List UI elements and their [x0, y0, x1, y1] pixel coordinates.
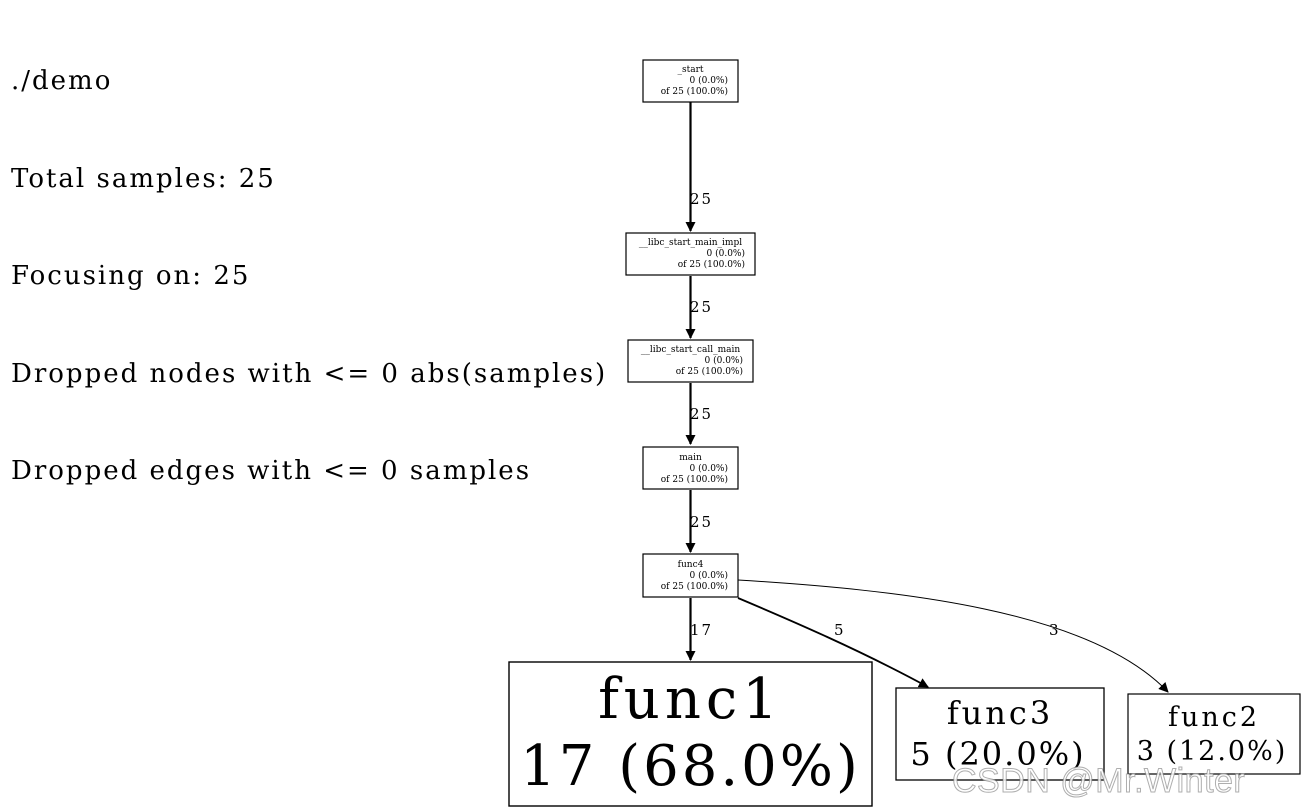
node-func4: func4 0 (0.0%) of 25 (100.0%): [642, 553, 739, 598]
node-cum: of 25 (100.0%): [678, 259, 745, 270]
node-flat: 0 (0.0%): [707, 248, 745, 259]
node-name: func3: [947, 694, 1053, 732]
total-samples: Total samples: 25: [11, 163, 276, 194]
node-name: _start: [677, 65, 703, 75]
edge-label: 25: [690, 405, 713, 423]
node-name: func2: [1168, 702, 1260, 733]
edge-label: 25: [690, 513, 713, 531]
dropped-edges-note: Dropped edges with <= 0 samples: [11, 456, 532, 486]
node-flat: 0 (0.0%): [690, 463, 728, 474]
node-name: func4: [678, 560, 704, 570]
node-name: __libc_start_main_impl: [639, 238, 742, 248]
edge-start-to-libc-impl: 25: [685, 102, 713, 232]
node-libc-start-call-main: __libc_start_call_main 0 (0.0%) of 25 (1…: [627, 339, 754, 383]
dropped-nodes-note: Dropped nodes with <= 0 abs(samples): [11, 358, 608, 389]
edge-func4-to-func1: 17: [685, 598, 713, 661]
node-cum: of 25 (100.0%): [676, 366, 743, 377]
node-libc-start-main-impl: __libc_start_main_impl 0 (0.0%) of 25 (1…: [625, 232, 756, 276]
node-flat: 0 (0.0%): [690, 75, 728, 86]
program-name: ./demo: [11, 66, 113, 96]
edge-main-to-func4: 25: [685, 490, 713, 553]
node-flat: 17 (68.0%): [520, 734, 861, 799]
node-func1: func1 17 (68.0%): [508, 661, 873, 807]
node-cum: of 25 (100.0%): [661, 86, 728, 97]
edge-libc-impl-to-libc-call: 25: [685, 276, 713, 339]
node-flat: 0 (0.0%): [690, 570, 728, 581]
node-func2: func2 3 (12.0%): [1127, 693, 1301, 775]
node-flat: 0 (0.0%): [705, 355, 743, 366]
graph-info: ./demo Total samples: 25 Focusing on: 25…: [11, 0, 607, 520]
node-func3: func3 5 (20.0%): [895, 687, 1105, 781]
node-name: main: [679, 453, 702, 463]
watermark: CSDN @Mr.Winter: [951, 762, 1246, 801]
edge-label: 3: [1049, 621, 1059, 639]
node-main: main 0 (0.0%) of 25 (100.0%): [642, 446, 739, 490]
node-cum: of 25 (100.0%): [661, 581, 728, 592]
edge-label: 17: [690, 621, 713, 639]
edge-libc-call-to-main: 25: [685, 383, 713, 445]
edge-label: 5: [834, 621, 844, 639]
node-cum: of 25 (100.0%): [661, 474, 728, 485]
edge-func4-to-func2: 3: [737, 579, 1169, 693]
focusing-on: Focusing on: 25: [11, 261, 251, 291]
node-name: func1: [598, 667, 783, 732]
node-flat: 5 (20.0%): [910, 735, 1085, 773]
node-start: _start 0 (0.0%) of 25 (100.0%): [642, 59, 739, 103]
edge-func4-to-func3: 5: [737, 597, 929, 688]
edge-label: 25: [690, 298, 713, 316]
edge-label: 25: [690, 190, 713, 208]
node-flat: 3 (12.0%): [1137, 736, 1288, 767]
node-name: __libc_start_call_main: [641, 345, 741, 355]
